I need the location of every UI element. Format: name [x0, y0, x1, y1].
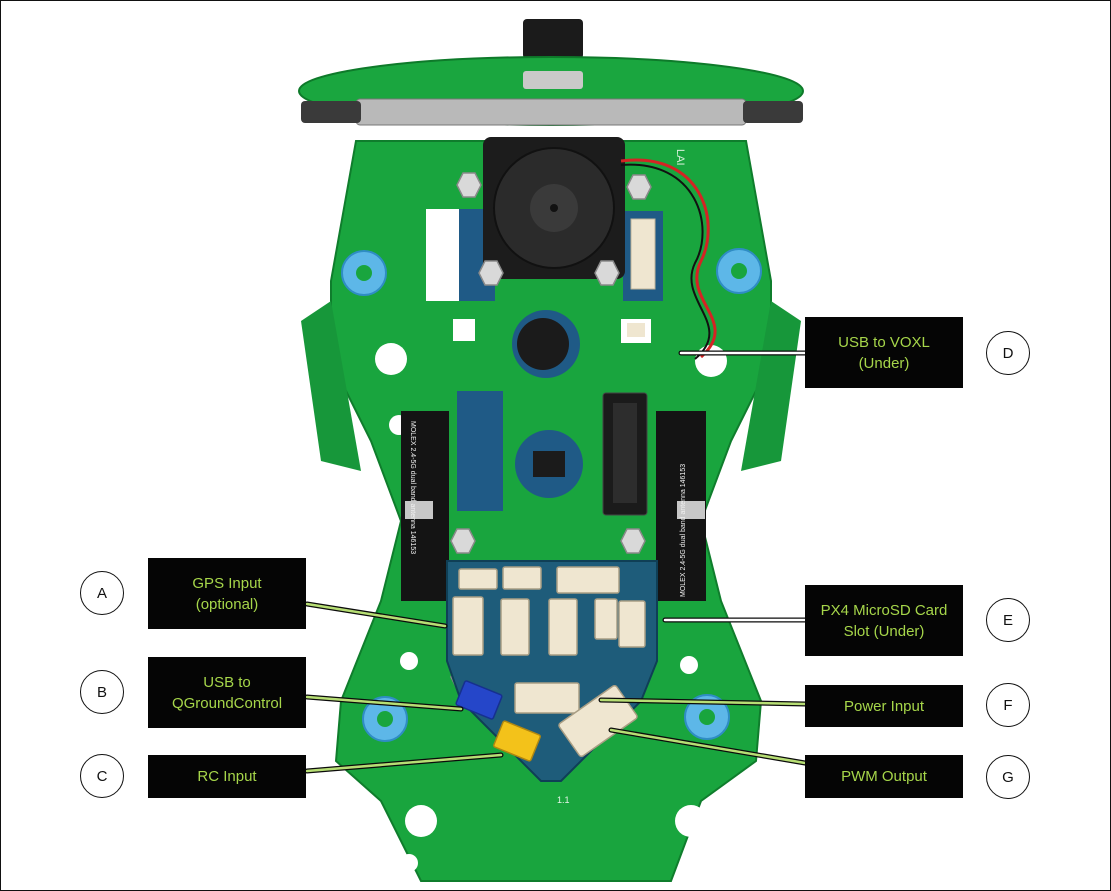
right-arm: [741, 301, 801, 471]
marker-d: D: [986, 331, 1030, 375]
usb-c-port: [523, 71, 583, 89]
frame-hole: [692, 854, 710, 872]
marker-e: E: [986, 598, 1030, 642]
usb-voxl-connector: [627, 323, 645, 337]
standoff-bar: [355, 98, 747, 126]
rev-mark: 1.1: [557, 795, 570, 805]
damper: [731, 263, 747, 279]
callout-label-e: PX4 MicroSD Card Slot (Under): [805, 585, 963, 656]
frame-hole: [400, 854, 418, 872]
processor-shield: [517, 318, 569, 370]
antenna-clip: [405, 501, 433, 519]
callout-label-a: GPS Input (optional): [148, 558, 306, 629]
usb-qgc-connector: [455, 680, 503, 720]
frame-hole: [400, 652, 418, 670]
callout-label-c: RC Input: [148, 755, 306, 798]
frame-cutout: [453, 319, 475, 341]
left-clip: [301, 101, 361, 123]
leader-lines-fill: [305, 602, 503, 773]
rc-input-connector: [493, 720, 541, 762]
callout-label-f: Power Input: [805, 685, 963, 727]
left-arm: [301, 301, 361, 471]
antenna-label-right: MOLEX 2.4-5G dual band antenna 146153: [680, 464, 687, 597]
marker-c: C: [80, 754, 124, 798]
microsd-slot: [613, 403, 637, 503]
frame-mark: LAI: [674, 149, 686, 166]
callout-label-b: USB to QGroundControl: [148, 657, 306, 728]
frame-hole: [405, 805, 437, 837]
antenna-label-left: MOLEX 2.4-5G dual band antenna 146153: [409, 421, 416, 554]
fan-wire: [620, 163, 711, 360]
marker-a: A: [80, 571, 124, 615]
frame-hole: [675, 805, 707, 837]
chip: [533, 451, 565, 477]
jst-connectors: [452, 566, 646, 758]
marker-g: G: [986, 755, 1030, 799]
callout-label-d: USB to VOXL (Under): [805, 317, 963, 388]
damper: [356, 265, 372, 281]
antenna-clip: [677, 501, 705, 519]
callout-label-g: PWM Output: [805, 755, 963, 798]
frame-hole: [375, 343, 407, 375]
frame-hole: [695, 345, 727, 377]
frame-hole: [680, 656, 698, 674]
fan-hub: [550, 204, 558, 212]
marker-f: F: [986, 683, 1030, 727]
leader-lines-fill: [663, 351, 807, 622]
fan-wire: [620, 158, 717, 359]
right-clip: [743, 101, 803, 123]
marker-b: B: [80, 670, 124, 714]
damper: [699, 709, 715, 725]
leader-lines-fill: [599, 698, 807, 765]
damper: [377, 711, 393, 727]
compute-board: [457, 391, 503, 511]
top-connector: [523, 19, 583, 59]
fan-connector: [630, 218, 656, 290]
